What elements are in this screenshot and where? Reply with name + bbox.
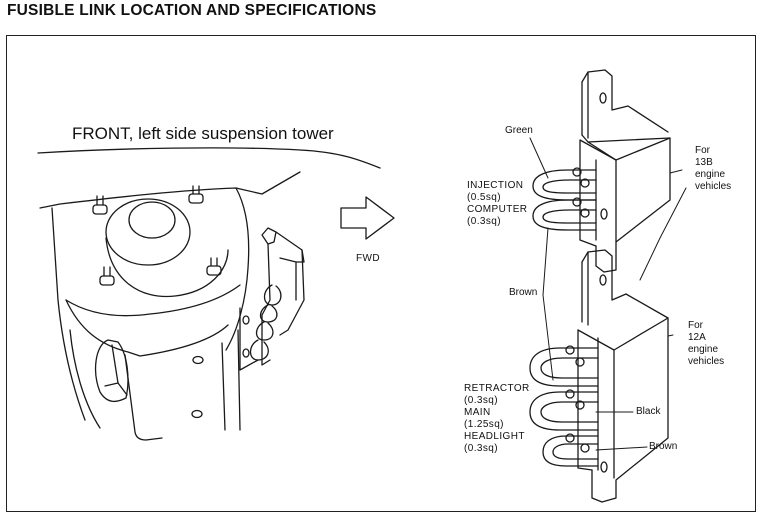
- circuit-computer-spec: (0.3sq): [467, 216, 501, 227]
- fwd-label: FWD: [356, 253, 380, 264]
- circuit-retractor-name: RETRACTOR: [464, 383, 530, 394]
- stud-bolt: [206, 257, 222, 276]
- page-title: FUSIBLE LINK LOCATION AND SPECIFICATIONS: [7, 2, 377, 19]
- stud-bolt: [99, 266, 115, 286]
- note-line: 12A: [688, 332, 706, 343]
- upper-link-vehicle-note: For 13B engine vehicles: [695, 145, 731, 193]
- lower-link-circuits: RETRACTOR (0.3sq) MAIN (1.25sq) HEADLIGH…: [464, 383, 530, 455]
- circuit-retractor-spec: (0.3sq): [464, 395, 498, 406]
- circuit-headlight-name: HEADLIGHT: [464, 431, 525, 442]
- diagram-frame: [6, 35, 756, 512]
- fusible-link-12a: [529, 249, 669, 503]
- circuit-injection-name: INJECTION: [467, 180, 524, 191]
- wire-color-brown-lower-label: Brown: [649, 441, 678, 452]
- note-line: engine: [695, 169, 726, 180]
- right-arrow-icon: [340, 196, 395, 240]
- location-caption: FRONT, left side suspension tower: [72, 124, 334, 143]
- circuit-main-spec: (1.25sq): [464, 419, 504, 430]
- wire-color-brown-label: Brown: [509, 287, 538, 298]
- circuit-main-name: MAIN: [464, 407, 491, 418]
- lower-link-vehicle-note: For 12A engine vehicles: [688, 320, 724, 368]
- leader-lines: [529, 137, 687, 451]
- note-line: vehicles: [688, 356, 725, 367]
- wire-color-black-label: Black: [636, 406, 661, 417]
- wire-color-green-label: Green: [505, 125, 533, 136]
- circuit-computer-name: COMPUTER: [467, 204, 528, 215]
- suspension-tower-illustration: [37, 147, 381, 441]
- fusible-link-13b: [532, 69, 671, 273]
- stud-bolt: [188, 185, 204, 204]
- note-line: For: [688, 320, 703, 331]
- circuit-injection-spec: (0.5sq): [467, 192, 501, 203]
- mounted-fusible-link: [239, 227, 305, 371]
- circuit-headlight-spec: (0.3sq): [464, 443, 498, 454]
- note-line: vehicles: [695, 181, 732, 192]
- note-line: engine: [688, 344, 719, 355]
- stud-bolt: [92, 195, 108, 215]
- upper-link-circuits: INJECTION (0.5sq) COMPUTER (0.3sq): [467, 180, 527, 228]
- note-line: For: [695, 145, 710, 156]
- note-line: 13B: [695, 157, 713, 168]
